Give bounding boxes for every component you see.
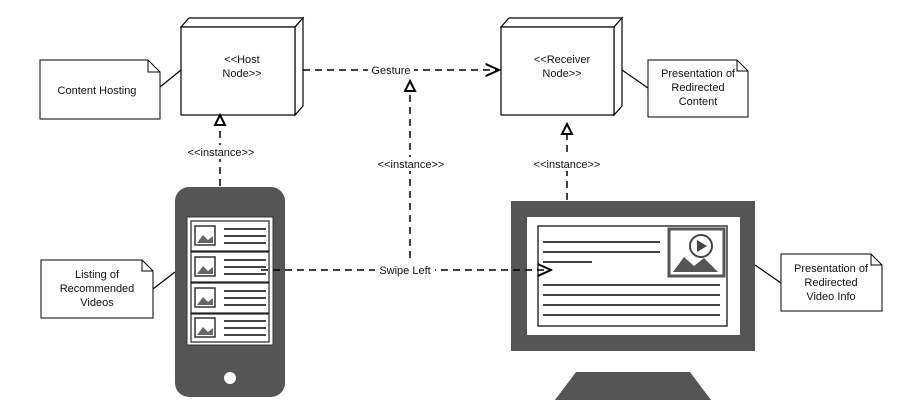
edge-instance-receiver: <<instance>> <box>529 121 605 200</box>
home-button-icon <box>224 372 236 384</box>
receiver-node: <<Receiver Node>> <box>499 16 624 117</box>
note-listing-videos-line3: Videos <box>80 297 114 309</box>
note-presentation-redirected-content: Presentation of Redirected Content <box>621 59 749 118</box>
note-listing-videos: Listing of Recommended Videos <box>40 259 176 319</box>
edge-gesture: Gesture <box>303 62 499 77</box>
edge-instance-receiver-label: <<instance>> <box>534 159 601 171</box>
note-content-hosting-text: Content Hosting <box>58 85 137 97</box>
receiver-node-label-line1: <<Receiver <box>534 54 591 66</box>
list-item <box>190 220 270 252</box>
list-item <box>190 251 270 283</box>
note-presentation-video-info: Presentation of Redirected Video Info <box>754 253 883 312</box>
host-node-label-line2: Node>> <box>222 68 261 80</box>
host-node-label-line1: <<Host <box>224 54 259 66</box>
video-thumbnail-icon <box>667 227 726 278</box>
note-presentation-redirected-content-line3: Content <box>679 96 718 108</box>
host-node: <<Host Node>> <box>179 16 305 117</box>
note-presentation-redirected-content-line2: Redirected <box>671 82 724 94</box>
note-presentation-video-info-line1: Presentation of <box>794 263 869 275</box>
note-presentation-video-info-line3: Video Info <box>806 291 855 303</box>
smartphone-icon <box>175 187 285 397</box>
monitor-icon <box>511 201 755 400</box>
monitor-stand-icon <box>555 372 711 400</box>
note-content-hosting: Content Hosting <box>39 59 182 120</box>
edge-gesture-label: Gesture <box>371 65 410 77</box>
edge-instance-host-label: <<instance>> <box>188 147 255 159</box>
video-list <box>190 220 270 343</box>
receiver-node-label-line2: Node>> <box>542 68 581 80</box>
edge-instance-gesture: <<instance>> <box>373 78 449 270</box>
note-presentation-video-info-line2: Redirected <box>804 277 857 289</box>
edge-instance-gesture-label: <<instance>> <box>378 159 445 171</box>
note-listing-videos-line1: Listing of <box>75 269 120 281</box>
note-listing-videos-line2: Recommended <box>60 283 135 295</box>
list-item <box>190 313 270 343</box>
note-presentation-redirected-content-line1: Presentation of <box>661 68 736 80</box>
list-item <box>190 282 270 314</box>
edge-swipe-left-label: Swipe Left <box>379 265 430 277</box>
edge-swipe-left: Swipe Left <box>261 263 551 277</box>
edge-instance-host: <<instance>> <box>183 112 259 186</box>
